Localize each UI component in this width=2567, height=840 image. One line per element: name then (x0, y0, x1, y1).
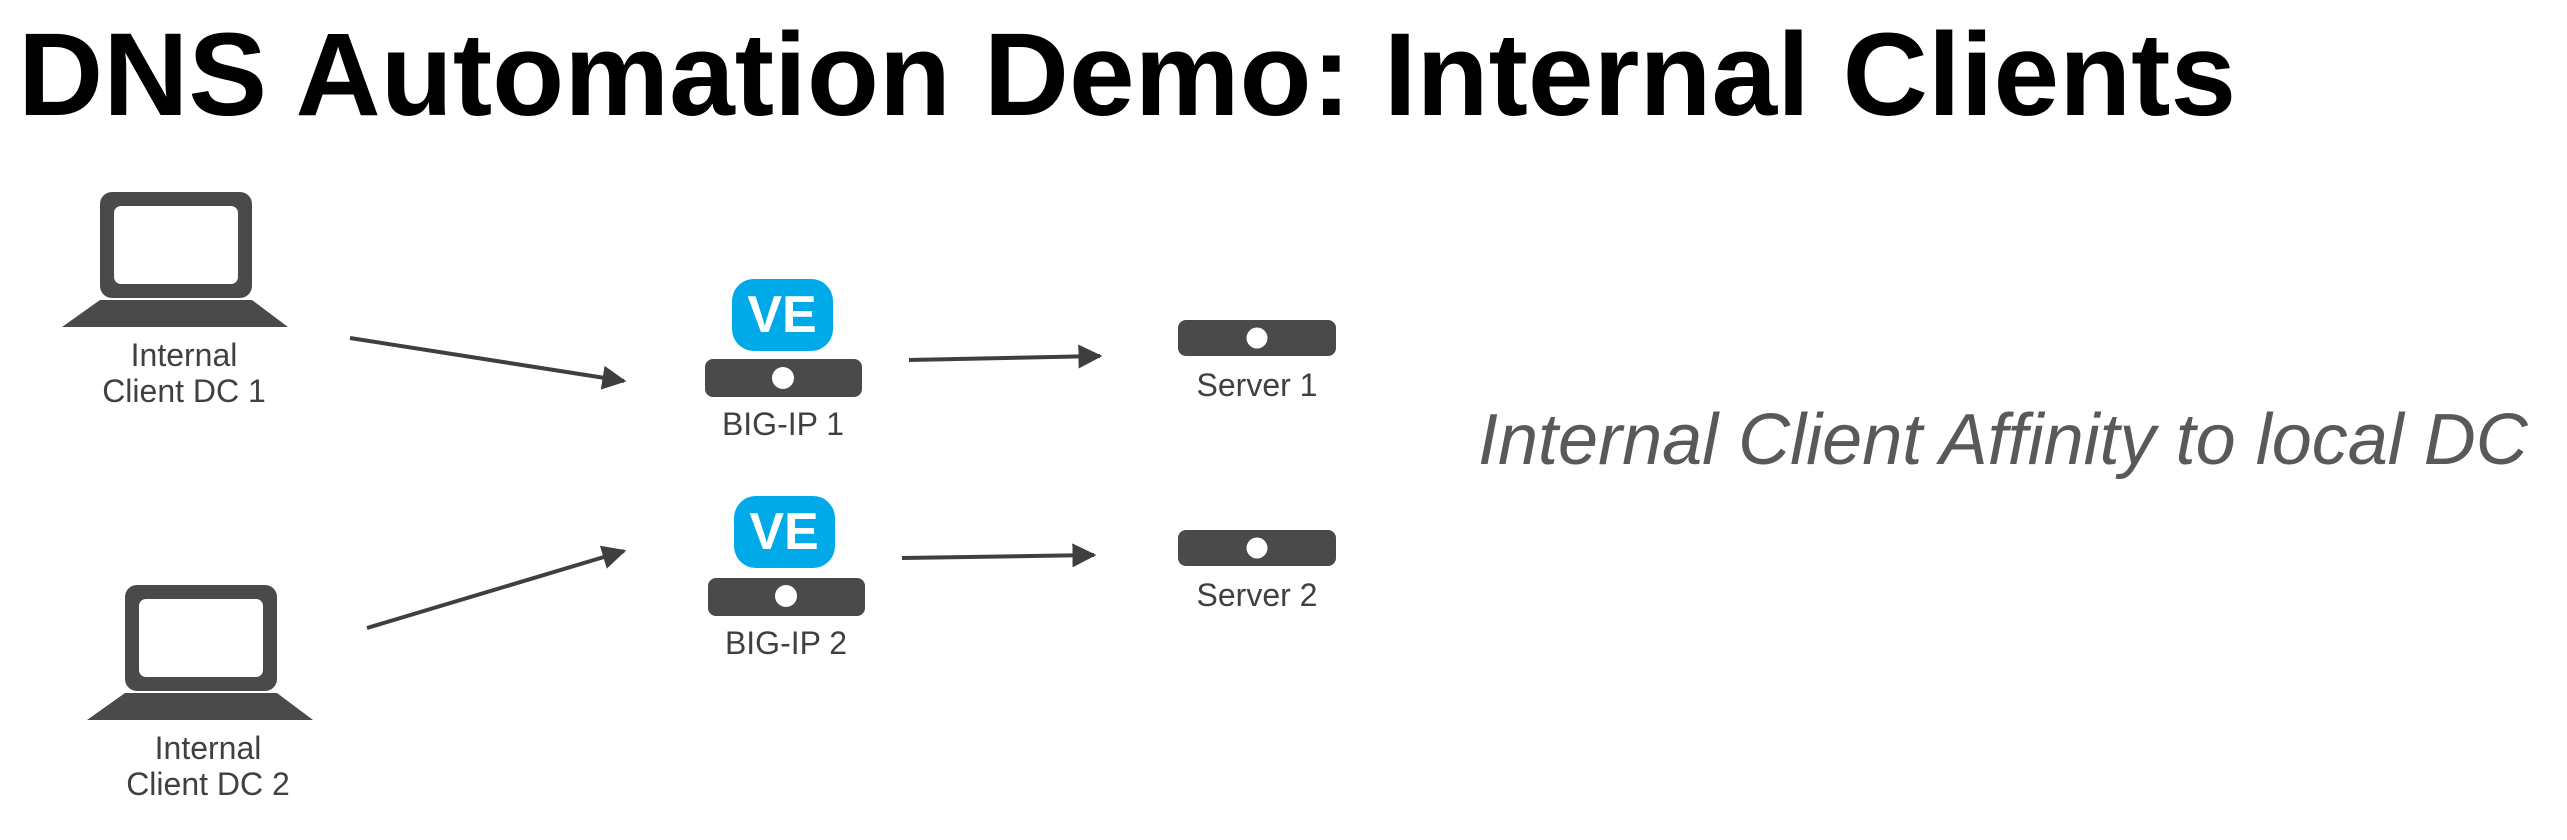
client-label: Internal Client DC 1 (80, 337, 288, 409)
appliance-icon (708, 578, 865, 616)
bigip-label: BIG-IP 1 (721, 406, 845, 442)
arrow-bigip2-to-server2 (901, 543, 1097, 568)
server-icon (1178, 530, 1336, 566)
server-label: Server 2 (1196, 577, 1318, 613)
laptop-icon (62, 192, 288, 327)
affinity-caption: Internal Client Affinity to local DC (1478, 400, 2528, 480)
ve-badge-text: VE (749, 503, 818, 561)
appliance-icon (705, 359, 862, 397)
bigip-label: BIG-IP 2 (724, 625, 848, 661)
arrow-client2-to-bigip2 (366, 545, 627, 630)
client-label-line2: Client DC 2 (126, 766, 290, 802)
client-label: Internal Client DC 2 (104, 730, 312, 802)
page-title: DNS Automation Demo: Internal Clients (18, 9, 2237, 141)
ve-badge-icon: VE (734, 496, 835, 568)
laptop-icon (87, 585, 313, 720)
client-label-line1: Internal (130, 337, 238, 373)
ve-badge-icon: VE (732, 279, 833, 351)
client-label-line1: Internal (154, 730, 262, 766)
ve-badge-text: VE (747, 286, 816, 344)
arrow-client1-to-bigip1 (349, 336, 627, 390)
arrow-bigip1-to-server1 (908, 344, 1103, 369)
server-label: Server 1 (1196, 367, 1318, 403)
server-icon (1178, 320, 1336, 356)
client-label-line2: Client DC 1 (102, 373, 266, 409)
